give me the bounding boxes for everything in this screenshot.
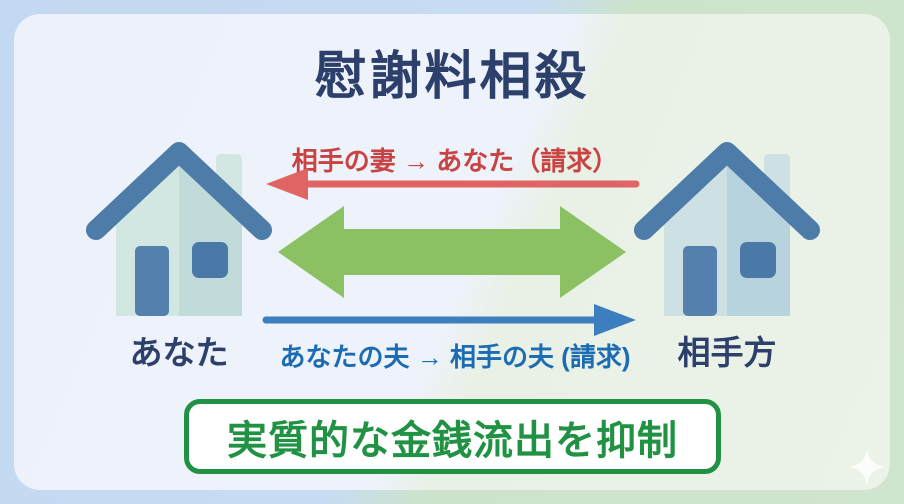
conclusion-box: 実質的な金銭流出を抑制 [184, 399, 721, 474]
claim-husband-to-husband-label: あなたの夫 → 相手の夫 (請求) [279, 342, 631, 372]
house-icon-right [634, 142, 820, 316]
left-party-label: あなた [129, 334, 229, 371]
double-arrow-icon [278, 206, 626, 298]
claim-wife-to-you-label: 相手の妻 → あなた（請求） [291, 146, 619, 176]
red-left-arrow-icon [266, 168, 640, 200]
right-party-label: 相手方 [677, 334, 777, 371]
conclusion-label: 実質的な金銭流出を抑制 [227, 418, 678, 463]
sparkle-icon [849, 449, 885, 485]
page-title: 慰謝料相殺 [314, 48, 590, 106]
house-icon-left [86, 142, 272, 316]
blue-right-arrow-icon [262, 304, 636, 336]
